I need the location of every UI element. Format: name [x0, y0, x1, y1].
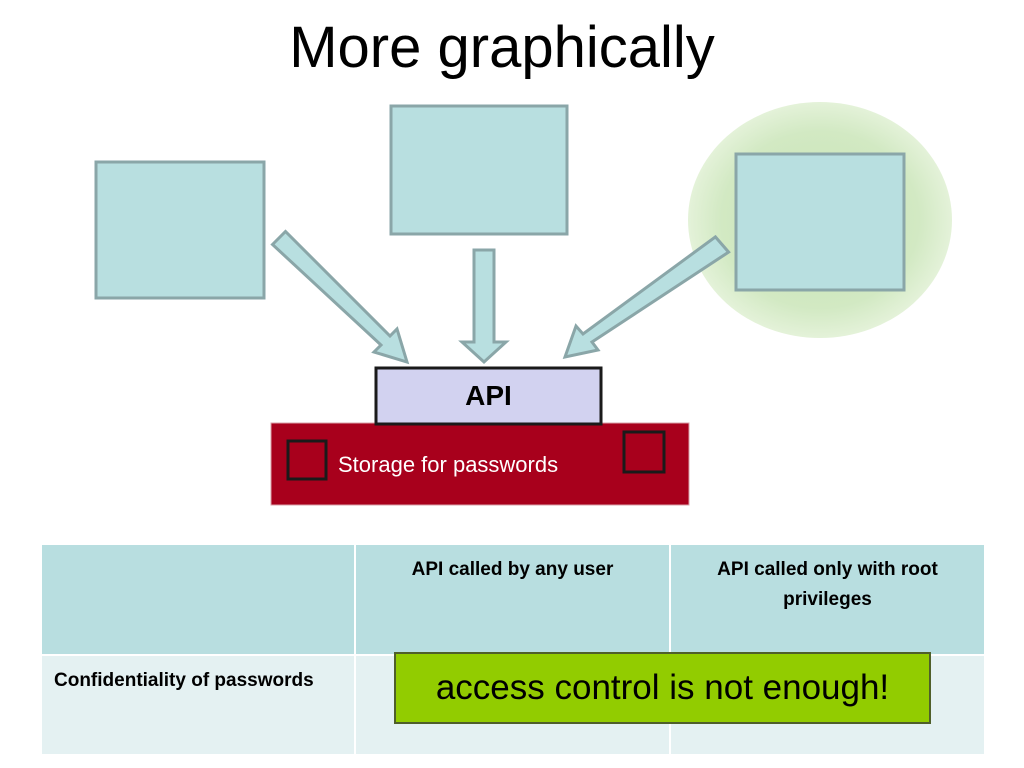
api-box	[374, 366, 603, 426]
table-header-row: API called by any user API called only w…	[40, 543, 986, 656]
storage-square-left	[286, 439, 328, 481]
client-box-middle	[389, 104, 569, 236]
arrow-middle	[458, 248, 510, 365]
comparison-table: API called by any user API called only w…	[40, 543, 986, 756]
storage-square-right	[622, 430, 666, 474]
arrow-right	[562, 234, 731, 360]
header-root-only: API called only with root privileges	[669, 543, 986, 656]
header-any-user: API called by any user	[354, 543, 671, 656]
slide-title: More graphically	[289, 15, 715, 80]
header-empty	[40, 543, 356, 656]
row-label-confidentiality: Confidentiality of passwords	[40, 654, 356, 756]
storage-label: Storage for passwords	[338, 452, 559, 477]
arrow-left	[270, 229, 410, 365]
storage-box	[270, 422, 690, 506]
client-box-left	[94, 160, 266, 300]
api-label: API	[465, 380, 512, 411]
client-box-right	[734, 152, 906, 292]
callout-box: access control is not enough!	[394, 652, 931, 724]
